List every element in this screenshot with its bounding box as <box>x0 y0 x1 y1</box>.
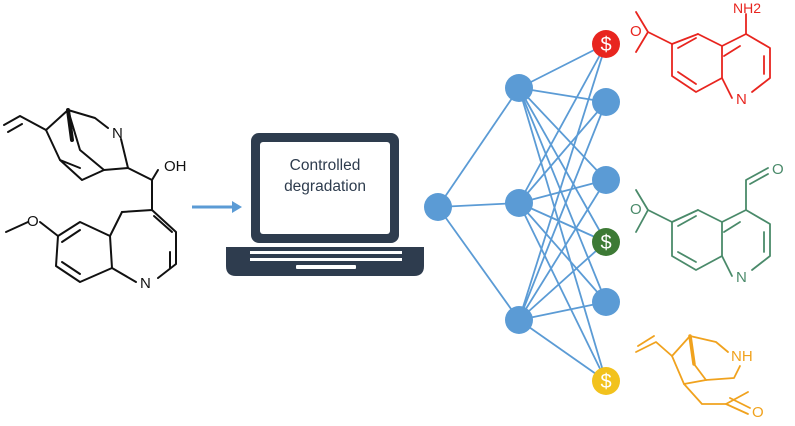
keyboard-keys <box>250 251 402 269</box>
green-product-n: N <box>736 269 747 286</box>
dollar-icon: $ <box>600 34 611 56</box>
network-edge <box>518 202 607 303</box>
network-edge <box>518 87 607 181</box>
network-edge <box>518 319 607 382</box>
network-edge <box>518 202 607 382</box>
output-node-dollar <box>592 228 620 256</box>
network-edge <box>518 87 607 303</box>
network-edge <box>518 179 607 204</box>
laptop-screen <box>260 142 390 234</box>
output-node <box>592 166 620 194</box>
quinoline-n-label: N <box>140 275 151 292</box>
hydroxyl-label: OH <box>164 158 187 175</box>
dollar-icon: $ <box>600 371 611 393</box>
network-edge <box>518 179 607 321</box>
laptop-keyboard-base <box>226 247 424 276</box>
red-product-substituent: NH2 <box>733 0 761 16</box>
network-edge <box>437 87 520 208</box>
starting-molecule <box>3 108 177 283</box>
network-edge <box>518 101 607 204</box>
orange-product-o: O <box>752 404 764 421</box>
red-product-n: N <box>736 91 747 108</box>
red-product-molecule <box>635 11 771 99</box>
network-edge <box>518 301 607 321</box>
laptop-screen-line2: degradation <box>284 178 366 195</box>
network-edge <box>518 87 607 382</box>
input-node <box>424 193 452 221</box>
hidden-node <box>505 74 533 102</box>
network-edge <box>518 87 607 103</box>
red-product-o: O <box>630 23 642 40</box>
green-product-aldehyde-o: O <box>772 161 784 178</box>
output-node-dollar <box>592 367 620 395</box>
laptop-icon <box>226 133 424 276</box>
hidden-node <box>505 306 533 334</box>
network-edges <box>437 43 607 382</box>
green-product-molecule <box>635 167 771 277</box>
network-nodes: $ $ $ <box>424 30 620 395</box>
methoxy-o-label: O <box>27 213 39 230</box>
output-node <box>592 288 620 316</box>
hidden-node <box>505 189 533 217</box>
orange-product-nh: NH <box>731 348 753 365</box>
process-arrow <box>192 201 242 213</box>
network-edge <box>518 43 607 204</box>
network-edge <box>518 101 607 321</box>
output-node-dollar <box>592 30 620 58</box>
network-edge <box>518 43 607 89</box>
orange-product-molecule <box>635 334 751 415</box>
network-edge <box>518 87 607 243</box>
dollar-icon: $ <box>600 232 611 254</box>
bridgehead-n-label: N <box>112 125 123 142</box>
network-edge <box>437 206 520 321</box>
network-edge <box>518 43 607 321</box>
green-product-o: O <box>630 201 642 218</box>
network-edge <box>518 241 607 321</box>
output-node <box>592 88 620 116</box>
network-edge <box>518 202 607 243</box>
laptop-screen-line1: Controlled <box>290 157 361 174</box>
